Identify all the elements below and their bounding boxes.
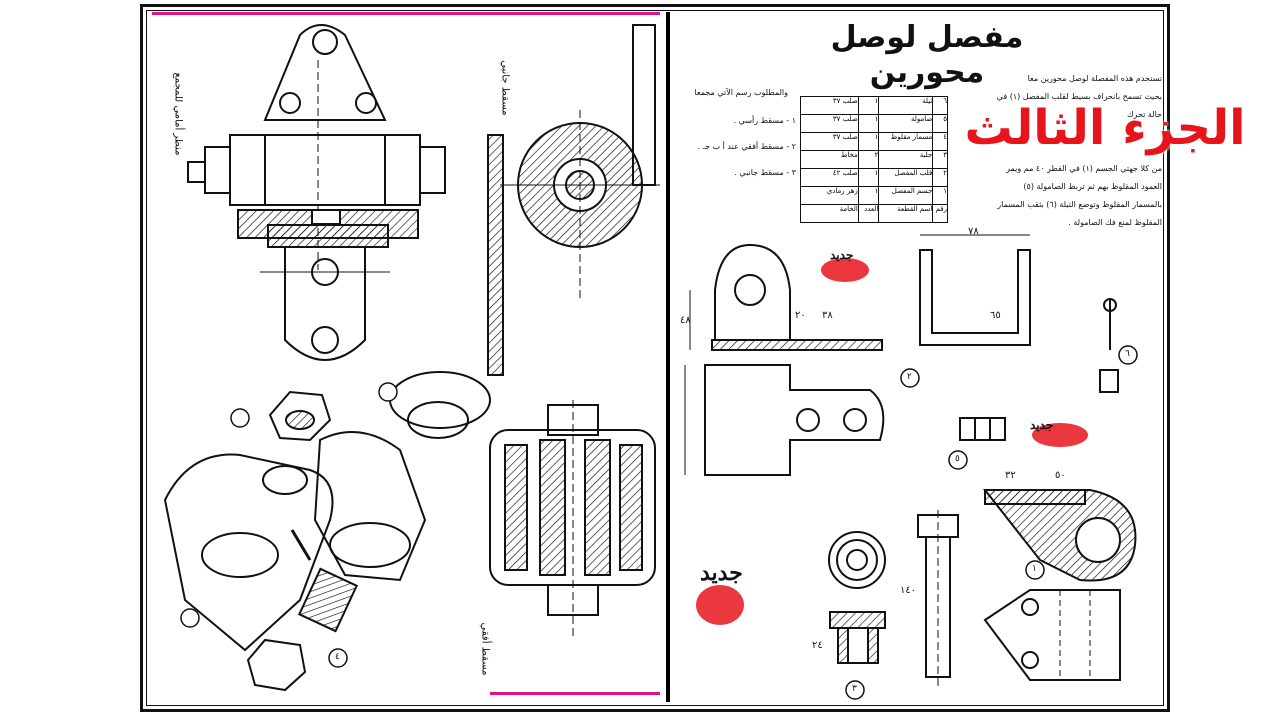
part-number: ٤ — [335, 652, 340, 662]
description-line: حالة تحرك — [1126, 110, 1162, 119]
part-number: ٣ — [852, 684, 857, 694]
page-divider — [666, 12, 670, 702]
table-row: ٣ جلبة ٢ مخاط — [800, 151, 948, 169]
part-number: ٦ — [1125, 349, 1130, 359]
table-row: ٦ تيلة ١ صلب ٣٧ — [800, 96, 948, 115]
description-line: المقلوظ لمنع فك الصامولة . — [1068, 218, 1162, 227]
document-title: مفصل لوصل محورين — [830, 20, 1024, 90]
table-row: ٢ قلب المفصل ١ صلب ٤٢ — [800, 169, 948, 187]
table-row: ٥ صامولة ١ صلب ٣٧ — [800, 115, 948, 133]
description-block: تستخدم هذه المفصلة لوصل محورين معا بحيث … — [952, 70, 1162, 232]
side-label: منظر أمامي للمجمع — [172, 72, 184, 156]
description-line: العمود المقلوظ بهم ثم تربط الصامولة (٥) — [1023, 182, 1162, 191]
dimension: ٧٨ — [968, 226, 979, 237]
dimension: ٣٢ — [1005, 470, 1016, 481]
dimension: ١٤٠ — [900, 585, 917, 596]
part-number: ١ — [1032, 564, 1037, 574]
front-view-assembly — [187, 24, 446, 361]
exploded-view — [163, 371, 491, 692]
requirement-item: ٢ - مسقط أفقي عند أ ب جـ . — [697, 142, 796, 151]
dimension: ٢٤ — [812, 640, 823, 651]
requirement-item: ٣ - مسقط جانبي . — [734, 168, 796, 177]
description-line: من كلا جهتي الجسم (١) في القطر ٤٠ مم ويم… — [1006, 164, 1162, 173]
page-frame-inner — [146, 10, 1164, 706]
pink-bottom-rule — [490, 692, 660, 695]
description-line: بالمسمار المقلوظ وتوضع التيلة (٦) بثقب ا… — [997, 200, 1162, 209]
dimension: ٦٥ — [990, 310, 1001, 321]
side-view-assembly — [487, 24, 660, 376]
parts-table: ٦ تيلة ١ صلب ٣٧ ٥ صامولة ١ صلب ٣٧ ٤ مسما… — [800, 96, 948, 223]
description-line: تستخدم هذه المفصلة لوصل محورين معا — [1027, 74, 1162, 83]
dimension: ٢٠ — [795, 310, 806, 321]
right-part-markers — [845, 345, 1138, 700]
description-line: بحيث تسمح بانحراف بسيط لقلب المفصل (١) ف… — [996, 92, 1162, 101]
left-part-markers — [180, 382, 398, 668]
table-row: ١ جسم المفصل ١ زهر رمادي — [800, 187, 948, 205]
side-label: مسقط جانبي — [499, 60, 511, 116]
table-header-row: رقم اسم القطعة العدد الخامة — [800, 205, 948, 223]
requirement-item: ١ - مسقط رأسي . — [733, 116, 796, 125]
part-drawings — [684, 234, 1137, 690]
side-label: مسقط أفقي — [479, 622, 491, 676]
pink-top-rule — [152, 12, 660, 15]
table-row: ٤ مسمار مقلوظ ١ صلب ٣٧ — [800, 133, 948, 151]
plan-view-assembly — [489, 400, 656, 640]
watermark-logos — [696, 258, 1088, 625]
requirement-title: والمطلوب رسم الآتي مجمعا — [694, 88, 788, 97]
part-overlay-label: الجزء الثالث — [964, 100, 1246, 156]
dimension: ٤٨ — [680, 315, 691, 326]
part-number: ٥ — [955, 454, 960, 464]
dimension: ٣٨ — [822, 310, 833, 321]
part-number: ٢ — [907, 372, 912, 382]
dimension: ٥٠ — [1055, 470, 1066, 481]
